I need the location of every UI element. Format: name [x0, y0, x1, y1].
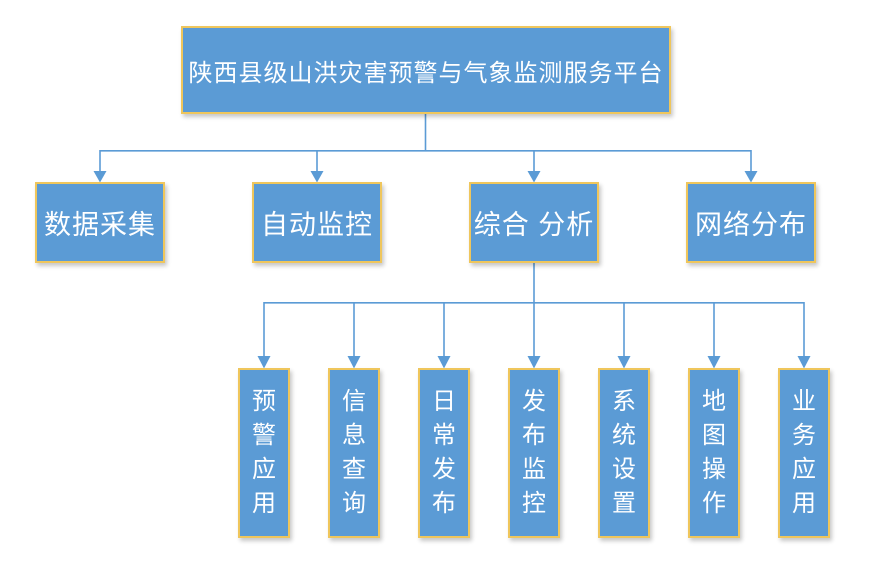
- node-comprehensive-analysis: 综合 分析: [469, 182, 599, 263]
- node-release-monitoring: 发布监控: [508, 368, 560, 538]
- node-label: 发布监控: [522, 388, 546, 517]
- node-network-distribution: 网络分布: [686, 182, 816, 263]
- node-label: 信息查询: [342, 388, 366, 517]
- node-auto-monitoring: 自动监控: [252, 182, 382, 263]
- node-system-settings: 系统设置: [598, 368, 650, 538]
- node-label: 日常发布: [432, 388, 456, 517]
- node-root-platform: 陕西县级山洪灾害预警与气象监测服务平台: [181, 26, 671, 114]
- node-warning-application: 预警应用: [238, 368, 290, 538]
- node-map-operation: 地图操作: [688, 368, 740, 538]
- node-label: 业务应用: [792, 388, 816, 517]
- node-label: 预警应用: [252, 388, 276, 517]
- node-daily-release: 日常发布: [418, 368, 470, 538]
- node-label: 系统设置: [612, 388, 636, 517]
- node-label: 地图操作: [702, 388, 726, 517]
- node-data-collection: 数据采集: [35, 182, 165, 263]
- node-info-query: 信息查询: [328, 368, 380, 538]
- node-business-application: 业务应用: [778, 368, 830, 538]
